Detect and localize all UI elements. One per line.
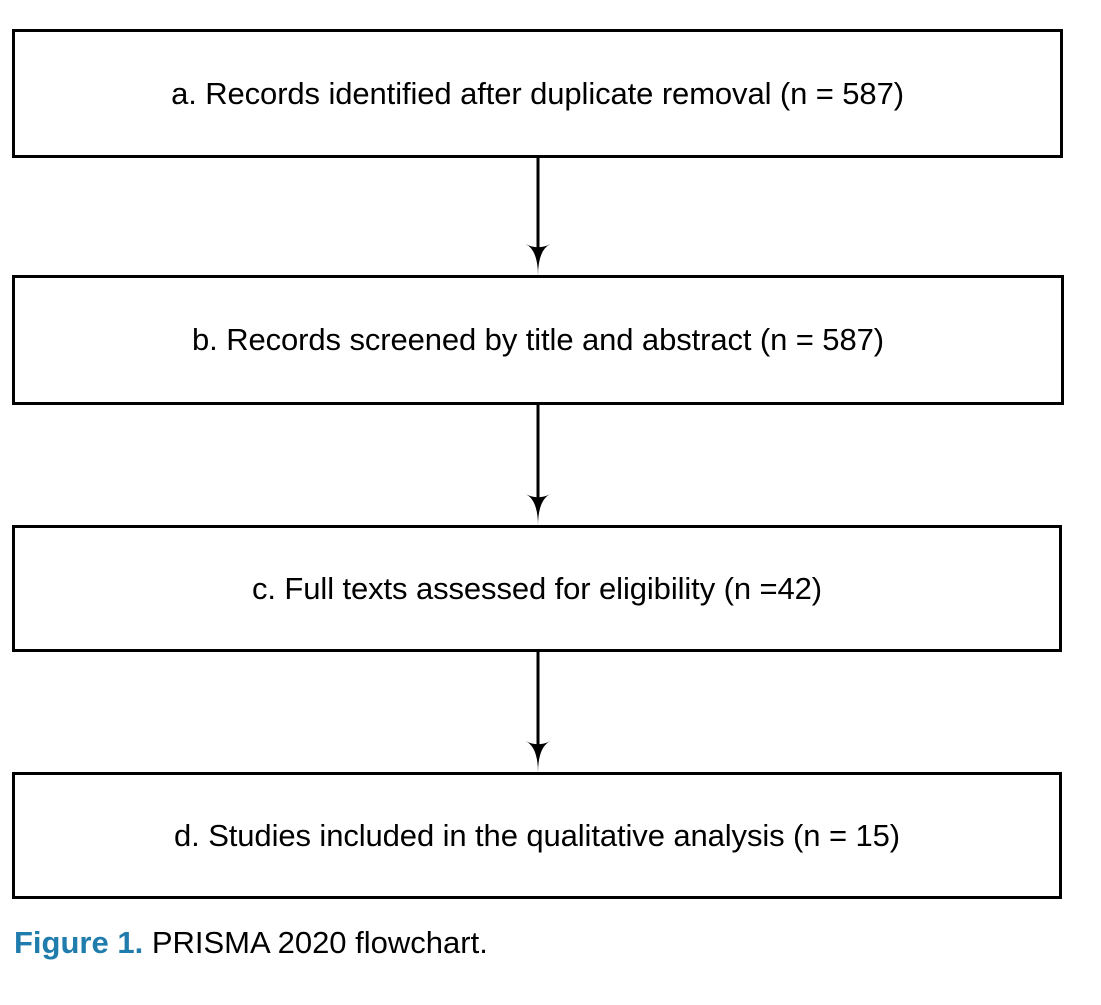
figure-caption: Figure 1. PRISMA 2020 flowchart. [14,924,1074,963]
down-arrow-icon [524,652,552,773]
down-arrow-icon-glyph [525,652,551,773]
flow-box-label: b. Records screened by title and abstrac… [192,322,884,358]
down-arrow-icon-glyph [525,405,551,526]
figure-caption-space [143,925,152,960]
down-arrow-icon [524,158,552,276]
flow-box-label: a. Records identified after duplicate re… [171,75,904,111]
flow-box-records-screened: b. Records screened by title and abstrac… [12,275,1064,405]
flow-box-label: d. Studies included in the qualitative a… [174,817,900,853]
flow-box-full-texts-assessed: c. Full texts assessed for eligibility (… [12,525,1062,652]
flow-box-studies-included: d. Studies included in the qualitative a… [12,772,1062,899]
flow-box-label: c. Full texts assessed for eligibility (… [252,570,822,606]
figure-caption-label: Figure 1. [14,925,144,960]
flow-box-records-identified: a. Records identified after duplicate re… [12,29,1063,158]
down-arrow-icon-glyph [525,158,551,276]
figure-caption-text: PRISMA 2020 flowchart. [151,925,488,960]
down-arrow-icon [524,405,552,526]
